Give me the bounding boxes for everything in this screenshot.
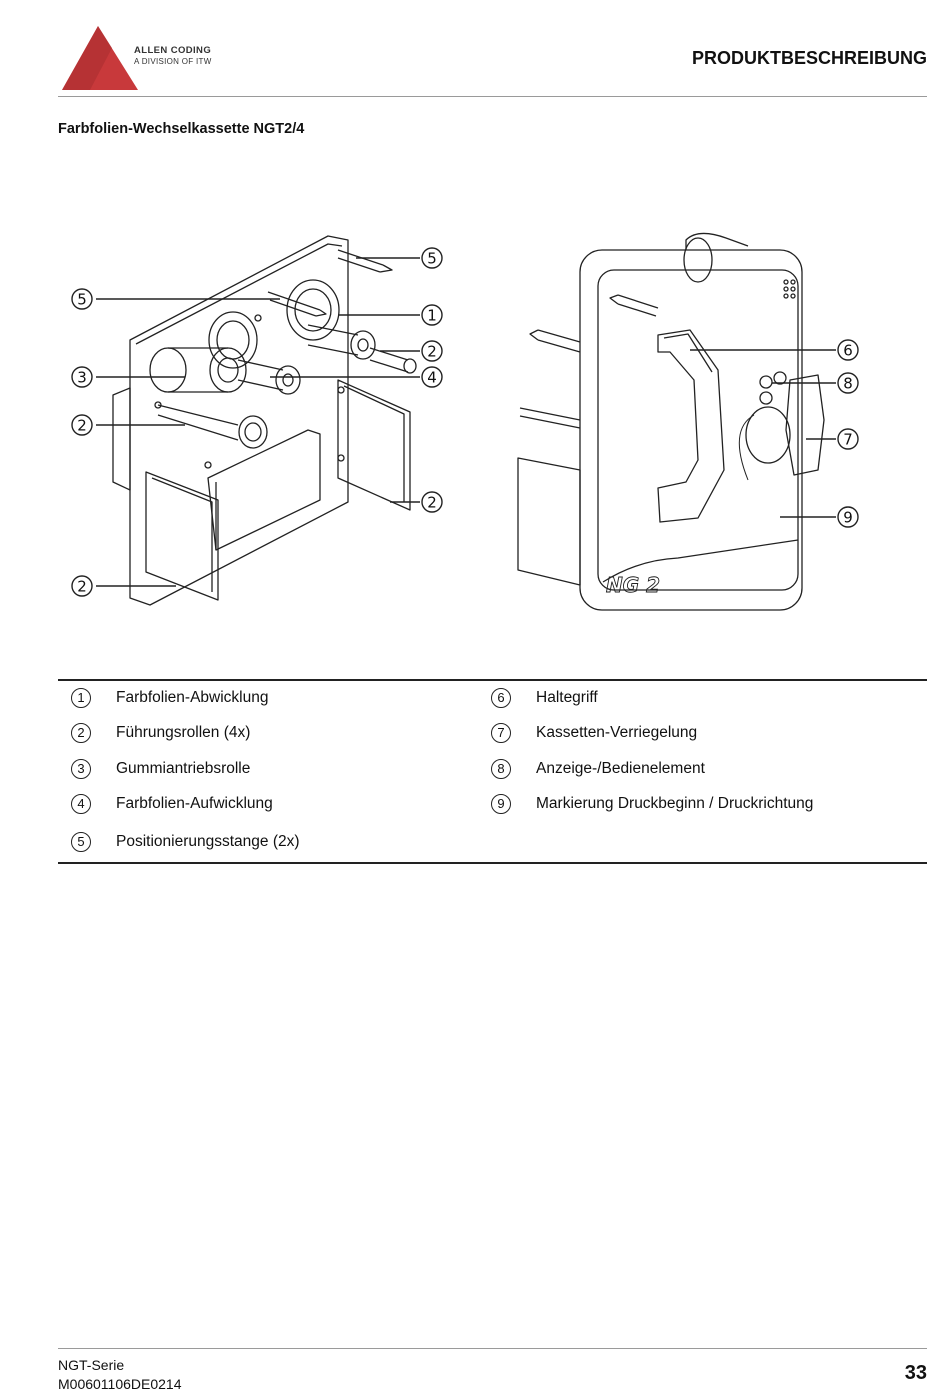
callout-left-2d: 2 xyxy=(427,494,437,512)
section-title: Farbfolien-Wechselkassette NGT2/4 xyxy=(58,121,305,137)
legend-number: 1 xyxy=(71,688,91,708)
callout-right-9: 7 xyxy=(843,431,853,449)
front-label: NG 2 xyxy=(606,573,660,597)
legend-number: 3 xyxy=(71,759,91,779)
legend-number: 5 xyxy=(71,832,91,852)
legend-number: 8 xyxy=(491,759,511,779)
callout-right-6: 2 xyxy=(77,578,87,596)
callout-left-5-top: 5 xyxy=(427,250,437,268)
legend-number: 6 xyxy=(491,688,511,708)
legend-bottom-rule xyxy=(58,862,927,864)
brand-text: ALLEN CODING A DIVISION OF ITW xyxy=(134,46,212,66)
legend-item: 4 Farbfolien-Aufwicklung xyxy=(71,794,273,814)
legend-item: 7 Kassetten-Verriegelung xyxy=(491,723,697,743)
legend-item: 1 Farbfolien-Abwicklung xyxy=(71,688,269,708)
callout-left-4: 3 xyxy=(77,369,87,387)
legend-text: Gummiantriebsrolle xyxy=(116,760,251,777)
legend-top-rule xyxy=(58,679,927,681)
legend-item: 9 Markierung Druckbeginn / Druckrichtung xyxy=(491,794,813,814)
footer-series: NGT-Serie xyxy=(58,1357,125,1373)
header-divider xyxy=(58,96,927,97)
brand-tagline: A DIVISION OF ITW xyxy=(134,56,212,66)
legend-number: 2 xyxy=(71,723,91,743)
legend-number: 7 xyxy=(491,723,511,743)
legend-text: Farbfolien-Abwicklung xyxy=(116,689,269,706)
legend-text: Haltegriff xyxy=(536,689,598,706)
callout-right-8: 6 xyxy=(843,342,853,360)
legend-item: 6 Haltegriff xyxy=(491,688,598,708)
cassette-figure: 5 5 1 2 3 4 2 2 2 6 8 7 9 NG 2 xyxy=(71,232,859,611)
legend-text: Positionierungsstange (2x) xyxy=(116,833,300,850)
callout-left-2a: 1 xyxy=(427,307,437,325)
footer-doc-number: M00601106DE0214 xyxy=(58,1376,182,1392)
legend-item: 8 Anzeige-/Bedienelement xyxy=(491,759,705,779)
allen-coding-logo-icon xyxy=(62,26,138,90)
callout-left-1: 5 xyxy=(77,291,87,309)
legend-number: 4 xyxy=(71,794,91,814)
legend-text: Anzeige-/Bedienelement xyxy=(536,760,705,777)
footer-divider xyxy=(58,1348,927,1349)
legend-text: Kassetten-Verriegelung xyxy=(536,724,698,741)
callout-left-3: 2 xyxy=(427,343,437,361)
callout-right-extra: 9 xyxy=(843,509,853,527)
legend-text: Führungsrollen (4x) xyxy=(116,724,251,741)
callout-left-2b: 4 xyxy=(427,369,437,387)
legend-item: 5 Positionierungsstange (2x) xyxy=(71,832,300,852)
legend-item: 3 Gummiantriebsrolle xyxy=(71,759,250,779)
callout-left-2c: 2 xyxy=(77,417,87,435)
callout-right-7: 8 xyxy=(843,375,853,393)
legend-text: Farbfolien-Aufwicklung xyxy=(116,795,273,812)
legend-number: 9 xyxy=(491,794,511,814)
brand-name: ALLEN CODING xyxy=(134,45,212,56)
cassette-rear-drawing xyxy=(112,235,417,606)
legend-item: 2 Führungsrollen (4x) xyxy=(71,723,250,743)
cassette-front-drawing xyxy=(517,232,825,611)
header-title: PRODUKTBESCHREIBUNG xyxy=(691,48,927,68)
callout-circles xyxy=(71,247,859,597)
callout-leaders xyxy=(96,257,836,587)
page-number: 33 xyxy=(904,1362,927,1384)
legend-text: Markierung Druckbeginn / Druckrichtung xyxy=(536,795,814,812)
